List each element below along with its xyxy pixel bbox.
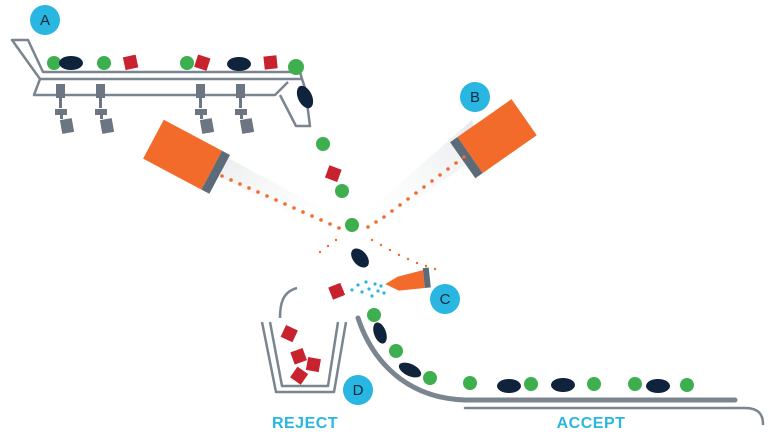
good-item-round bbox=[288, 59, 304, 75]
marker-b: B bbox=[460, 82, 490, 112]
good-item-oval bbox=[296, 85, 314, 109]
accepted-items bbox=[367, 308, 694, 393]
detector-beams bbox=[206, 120, 484, 236]
feeder-actuators bbox=[55, 84, 255, 134]
falling-items bbox=[316, 137, 369, 300]
ejector-nozzle bbox=[385, 267, 431, 291]
marker-b-label: B bbox=[470, 89, 480, 106]
detector-b bbox=[450, 99, 537, 179]
marker-a-label: A bbox=[40, 12, 50, 29]
defect-item bbox=[263, 55, 278, 70]
beam-dots bbox=[220, 155, 466, 271]
marker-c: C bbox=[430, 284, 460, 314]
accept-label: ACCEPT bbox=[557, 415, 626, 432]
reject-label: REJECT bbox=[272, 415, 338, 432]
good-item-oval bbox=[227, 57, 251, 71]
rejected-items bbox=[280, 325, 321, 385]
marker-a: A bbox=[30, 5, 60, 35]
good-item-round bbox=[345, 218, 359, 232]
detector-left bbox=[143, 119, 230, 194]
defect-item bbox=[194, 54, 211, 71]
good-item-round bbox=[180, 56, 194, 70]
defect-item bbox=[328, 282, 346, 300]
marker-d-label: D bbox=[353, 382, 364, 399]
good-item-oval bbox=[351, 248, 369, 268]
defect-item bbox=[324, 165, 342, 182]
marker-c-label: C bbox=[440, 291, 451, 308]
good-item-round bbox=[335, 184, 349, 198]
feeder-items bbox=[47, 54, 314, 109]
accept-chute bbox=[355, 315, 765, 426]
good-item-round bbox=[47, 56, 61, 70]
reject-bin bbox=[260, 286, 348, 394]
defect-item bbox=[122, 54, 139, 71]
good-item-oval bbox=[59, 56, 83, 70]
good-item-round bbox=[316, 137, 330, 151]
air-jet-spray bbox=[350, 280, 386, 298]
marker-d: D bbox=[343, 375, 373, 405]
good-item-round bbox=[97, 56, 111, 70]
